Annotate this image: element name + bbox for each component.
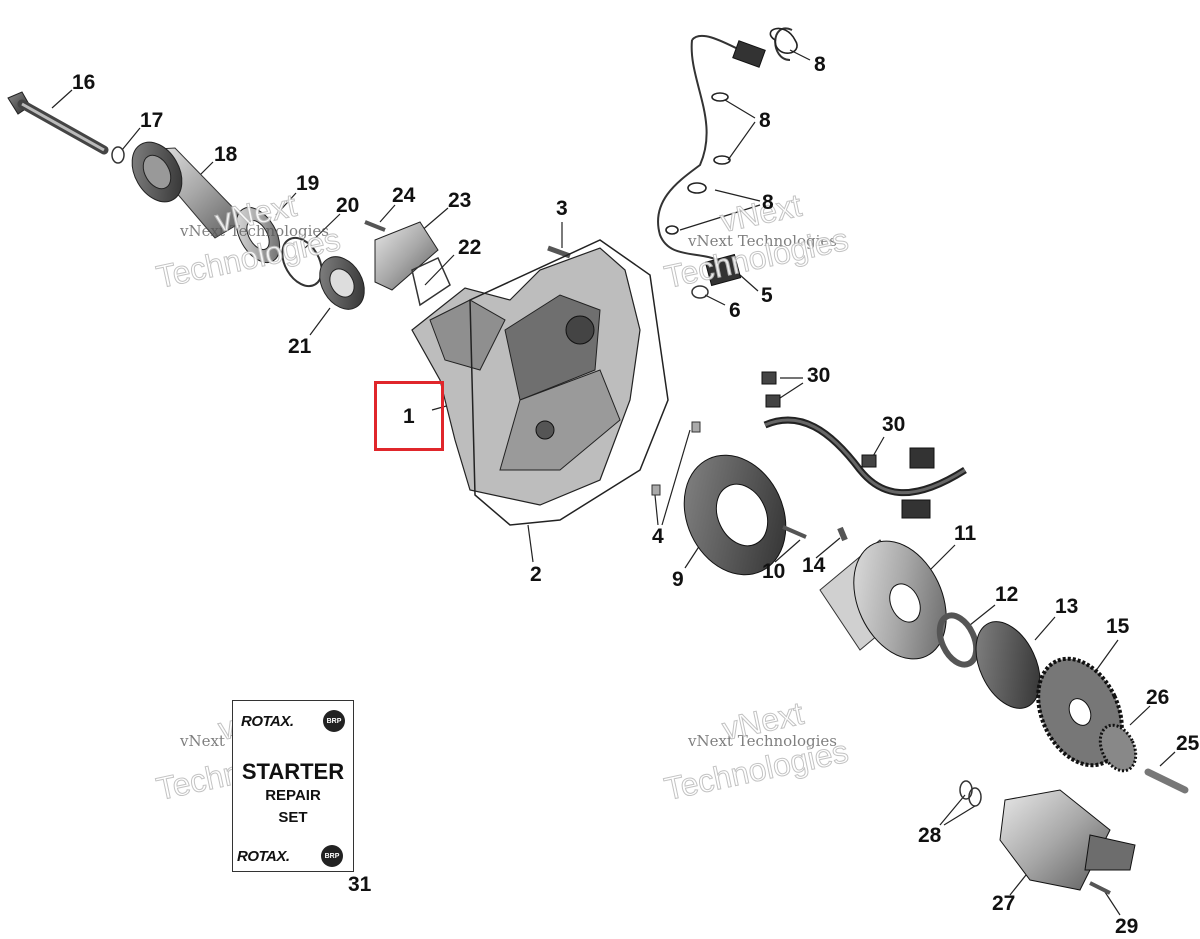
callout-9[interactable]: 9 [672, 568, 684, 591]
callout-25[interactable]: 25 [1176, 732, 1200, 755]
part-24-screw [364, 220, 386, 232]
part-21-bearing [319, 256, 365, 310]
callout-26[interactable]: 26 [1146, 686, 1170, 709]
callout-12[interactable]: 12 [995, 583, 1019, 606]
part-29-screw [1089, 881, 1111, 895]
part-2-gasket [469, 239, 669, 526]
callout-23[interactable]: 23 [448, 189, 472, 212]
card-line-set: SET [278, 809, 308, 826]
part-8-clips [665, 27, 798, 235]
callout-27[interactable]: 27 [992, 892, 1016, 915]
callout-20[interactable]: 20 [336, 194, 360, 217]
selected-part-highlight [374, 381, 444, 451]
callout-28[interactable]: 28 [918, 824, 942, 847]
brp-logo: BRP [321, 845, 343, 867]
callout-8[interactable]: 8 [759, 109, 771, 132]
callout-22[interactable]: 22 [458, 236, 482, 259]
callout-16[interactable]: 16 [72, 71, 96, 94]
part-20-circlip [281, 236, 323, 288]
part-17-oring [111, 146, 125, 164]
callout-19[interactable]: 19 [296, 172, 320, 195]
part-1-cover [411, 247, 641, 506]
part-12-ring [936, 612, 980, 668]
callout-5[interactable]: 5 [761, 284, 773, 307]
part-4-pin [691, 421, 701, 433]
callout-8[interactable]: 8 [762, 191, 774, 214]
callout-17[interactable]: 17 [140, 109, 164, 132]
callout-2[interactable]: 2 [530, 563, 542, 586]
callout-13[interactable]: 13 [1055, 595, 1079, 618]
leader-lines [51, 49, 1176, 916]
brp-logo: BRP [323, 710, 345, 732]
part-18-shaft [131, 141, 246, 239]
callout-30[interactable]: 30 [807, 364, 831, 387]
callout-3[interactable]: 3 [556, 197, 568, 220]
part-30-harness [761, 371, 967, 519]
callout-15[interactable]: 15 [1106, 615, 1130, 638]
rotax-logo: ROTAX. [237, 848, 290, 865]
part-5-sensor [657, 27, 793, 287]
part-25-shaft [1144, 768, 1189, 794]
starter-repair-set-card: ROTAX. BRP STARTER REPAIR SET ROTAX. BRP [232, 700, 354, 872]
part-16-bolt [7, 91, 109, 155]
card-title: STARTER [241, 759, 345, 784]
part-4-pin [651, 484, 661, 496]
part-14-screw [837, 526, 848, 542]
part-22-gasket [411, 257, 451, 307]
callout-21[interactable]: 21 [288, 335, 312, 358]
part-3-screw [547, 245, 571, 259]
part-27-starter [999, 789, 1136, 891]
callout-10[interactable]: 10 [762, 560, 786, 583]
callout-30[interactable]: 30 [882, 413, 906, 436]
part-19-bearing [235, 207, 281, 263]
callout-31[interactable]: 31 [348, 873, 372, 896]
rotax-logo: ROTAX. [241, 713, 294, 730]
callout-6[interactable]: 6 [729, 299, 741, 322]
part-26-gear [1098, 723, 1138, 773]
callout-4[interactable]: 4 [652, 525, 664, 548]
part-6-oring [691, 285, 709, 299]
callout-24[interactable]: 24 [392, 184, 416, 207]
card-line-repair: REPAIR [265, 787, 321, 804]
callout-8[interactable]: 8 [814, 53, 826, 76]
callout-1[interactable]: 1 [403, 405, 415, 428]
callout-29[interactable]: 29 [1115, 915, 1139, 938]
part-23-cover [374, 221, 439, 291]
part-13-washer [975, 621, 1041, 709]
part-10-screw [782, 525, 807, 539]
callout-11[interactable]: 11 [954, 522, 977, 545]
part-28-orings [959, 780, 982, 807]
callout-14[interactable]: 14 [802, 554, 826, 577]
callout-18[interactable]: 18 [214, 143, 238, 166]
part-11-flywheel [819, 539, 947, 660]
part-9-stator [683, 454, 787, 576]
